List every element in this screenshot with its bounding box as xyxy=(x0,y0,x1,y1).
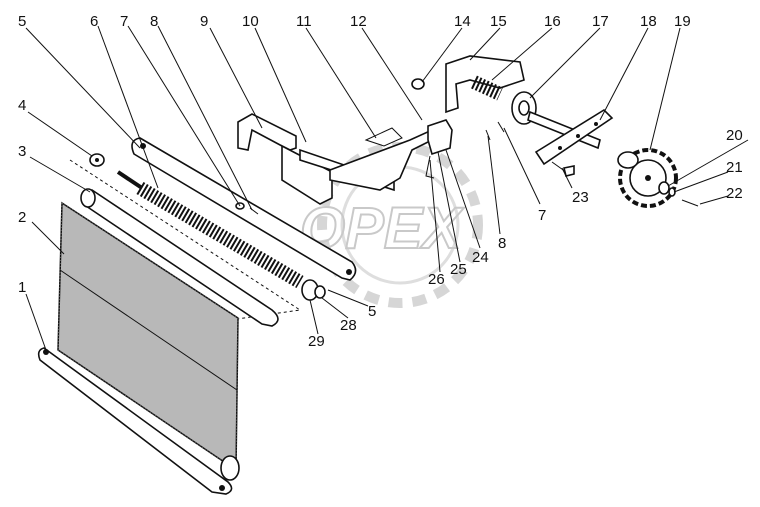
callout-28: 28 xyxy=(340,317,357,334)
part-nut xyxy=(411,78,425,90)
callout-10: 10 xyxy=(242,13,259,30)
part-washer xyxy=(89,153,105,167)
part-linkage xyxy=(329,127,438,191)
callout-8-top: 8 xyxy=(150,13,158,30)
callout-17: 17 xyxy=(592,13,609,30)
callout-4: 4 xyxy=(18,97,26,114)
part-coil-spring xyxy=(471,75,503,101)
callout-21: 21 xyxy=(726,159,743,176)
callout-20: 20 xyxy=(726,127,743,144)
callout-25: 25 xyxy=(450,261,467,278)
callout-7-top: 7 xyxy=(120,13,128,30)
callout-labels: 1 2 3 4 5 6 7 8 9 10 11 12 14 15 16 17 1… xyxy=(18,13,743,350)
part-spring xyxy=(116,170,304,289)
callout-11: 11 xyxy=(296,13,312,30)
callout-5-top: 5 xyxy=(18,13,26,30)
callout-7-right: 7 xyxy=(538,207,546,224)
callout-12: 12 xyxy=(350,13,367,30)
part-knob xyxy=(617,148,678,208)
callout-14: 14 xyxy=(454,13,471,30)
callout-2: 2 xyxy=(18,209,26,226)
callout-26: 26 xyxy=(428,271,445,288)
part-fasteners xyxy=(658,181,699,207)
callout-18: 18 xyxy=(640,13,657,30)
callout-3: 3 xyxy=(18,143,26,160)
part-bolt xyxy=(551,161,575,177)
part-bottom-bar xyxy=(37,347,233,495)
callout-22: 22 xyxy=(726,185,743,202)
callout-16: 16 xyxy=(544,13,561,30)
part-roller-tube xyxy=(80,188,279,327)
axis-guide xyxy=(69,159,302,321)
callout-1: 1 xyxy=(18,279,26,296)
part-end-cap xyxy=(301,279,326,301)
callout-6: 6 xyxy=(90,13,98,30)
part-lever-block xyxy=(425,119,453,179)
part-blind-fabric xyxy=(57,201,240,481)
part-plate xyxy=(534,108,614,166)
part-u-bracket xyxy=(445,55,525,114)
callout-5-bottom: 5 xyxy=(368,303,376,320)
callout-15: 15 xyxy=(490,13,507,30)
callout-24: 24 xyxy=(472,249,489,266)
callout-9: 9 xyxy=(200,13,208,30)
leader-lines xyxy=(25,25,749,351)
callout-29: 29 xyxy=(308,333,325,350)
callout-8-right: 8 xyxy=(498,235,506,252)
callout-19: 19 xyxy=(674,13,691,30)
callout-23: 23 xyxy=(572,189,589,206)
